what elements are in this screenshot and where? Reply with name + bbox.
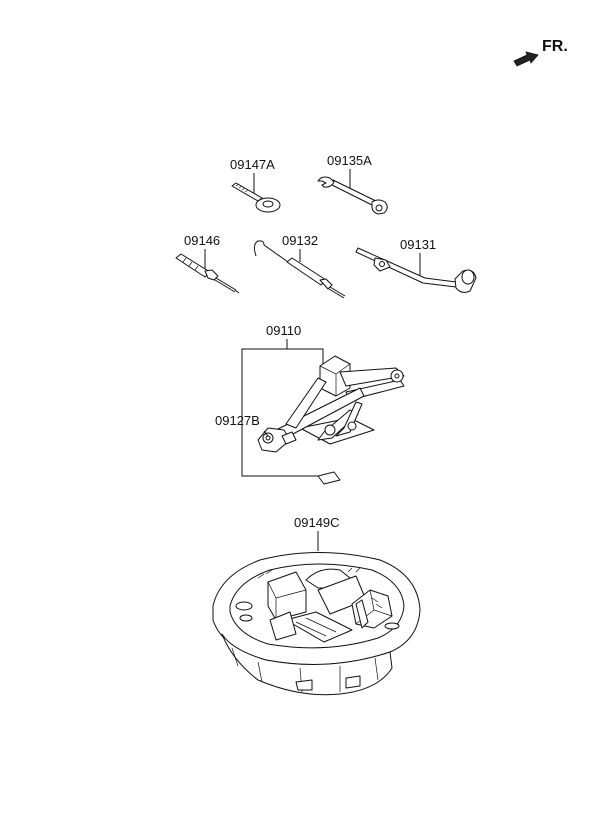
part-09149C[interactable]: 09149C (294, 515, 340, 551)
part-09132[interactable]: 09132 (253, 233, 346, 299)
scissor-jack (257, 355, 405, 485)
hook-rod (253, 240, 289, 263)
part-number-label: 09132 (282, 233, 318, 248)
part-09127B[interactable]: 09127B (215, 413, 269, 437)
part-number-label: 09135A (327, 153, 372, 168)
assembly-bracket (241, 348, 324, 434)
front-direction-indicator: FR. (513, 38, 568, 67)
spanner-head-left (317, 176, 335, 188)
part-number-label: 09147A (230, 157, 275, 172)
part-number-label: 09149C (294, 515, 340, 530)
crank-rod (355, 247, 457, 288)
direction-label: FR. (542, 38, 568, 55)
part-number-label: 09110 (266, 323, 301, 338)
part-number-label: 09146 (184, 233, 220, 248)
hook-grip (286, 257, 327, 286)
part-09147A[interactable]: 09147A (230, 157, 281, 213)
part-09131[interactable]: 09131 (355, 237, 477, 293)
tool-tray (212, 552, 421, 696)
part-09146[interactable]: 09146 (175, 233, 240, 294)
part-09110[interactable]: 09110 (241, 323, 324, 477)
arrow-icon (513, 51, 539, 67)
part-09135A[interactable]: 09135A (317, 153, 388, 215)
part-number-label: 09131 (400, 237, 436, 252)
part-number-label: 09127B (215, 413, 260, 428)
